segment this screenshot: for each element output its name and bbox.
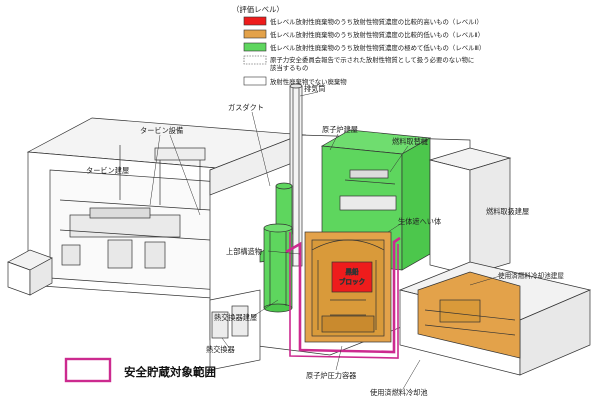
label-bio-shield: 生体遮へい体 (398, 217, 441, 226)
leader-upper-structure (267, 250, 301, 255)
leader-heat-exchanger-building (251, 299, 279, 318)
heat-exchanger-column (263, 223, 293, 313)
safe-storage-label: 安全貯蔵対象範囲 (124, 365, 216, 379)
legend-item-level3: 低レベル放射性廃棄物のうち放射性物質濃度の極めて低いもの（レベルⅢ） (243, 42, 485, 52)
legend-text-level2: 低レベル放射性廃棄物のうち放射性物質濃度の比較的低いもの（レベルⅡ） (270, 30, 484, 39)
spent-fuel-pool-building (398, 261, 592, 376)
leader-spent-fuel-pool (402, 359, 421, 390)
leader-gas-duct (251, 111, 271, 187)
legend-swatch-white (243, 76, 267, 86)
label-pressure-vessel: 原子炉圧力容器 (306, 371, 356, 380)
label-fuel-exchanger: 燃料取替機 (392, 137, 428, 146)
label-reactor-building: 原子炉建屋 (322, 125, 358, 134)
label-gas-duct: ガスダクト (228, 103, 264, 112)
label-spent-fuel-pool: 使用済燃料冷却池 (370, 388, 428, 397)
evaluation-level-legend: （評価レベル） 低レベル放射性廃棄物のうち放射性物質濃度の比較的高いもの（レベル… (232, 5, 485, 86)
graphite-core-block: 黒鉛 ブロック (331, 261, 373, 293)
leader-bio-shield (387, 220, 406, 233)
core-block-text-2: ブロック (339, 277, 365, 286)
safe-storage-legend: 安全貯蔵対象範囲 (64, 357, 216, 383)
legend-swatch-red (243, 16, 267, 26)
label-turbine-equipment: タービン設備 (140, 126, 183, 135)
legend-title: （評価レベル） (232, 5, 284, 14)
leader-reactor-building (329, 133, 339, 151)
legend-swatch-dotted (243, 55, 267, 65)
legend-swatch-green (243, 42, 267, 52)
label-heat-exchanger-building: 熱交換器建屋 (214, 313, 257, 322)
exhaust-stack (289, 83, 303, 267)
label-turbine-building: タービン建屋 (86, 166, 129, 175)
label-exhaust-stack: 排気筒 (304, 84, 326, 93)
legend-swatch-orange (243, 29, 267, 39)
leader-heat-exchanger (221, 337, 231, 350)
label-texts: 排気筒 ガスダクト タービン設備 タービン建屋 原子炉建屋 燃料取替機 生体遮へ… (86, 84, 564, 397)
legend-item-level1: 低レベル放射性廃棄物のうち放射性物質濃度の比較的高いもの（レベルⅠ） (243, 16, 483, 26)
safe-storage-boundary (285, 232, 401, 359)
legend-item-nonradioactive: 放射性廃棄物でない廃棄物 (243, 76, 347, 86)
plant-structure: 黒鉛 ブロック (7, 83, 592, 376)
leader-exhaust-stack (299, 91, 319, 97)
core-block-text-1: 黒鉛 (345, 267, 359, 276)
legend-item-level2: 低レベル放射性廃棄物のうち放射性物質濃度の比較的低いもの（レベルⅡ） (243, 29, 484, 39)
label-heat-exchanger: 熱交換器 (206, 345, 235, 354)
label-fuel-handling-building: 燃料取扱建屋 (486, 207, 529, 216)
component-labels (149, 91, 501, 390)
heat-exchanger-building (209, 289, 261, 371)
legend-text-clearance: 原子力安全委員会報告で示された放射性物質として扱う必要のない物に 該当するもの (270, 55, 476, 72)
safe-storage-swatch (64, 357, 112, 383)
leader-pressure-vessel (335, 345, 343, 371)
leader-spent-fuel-pool-building (469, 275, 501, 286)
legend-text-clearance-line2: 該当するもの (270, 63, 308, 72)
label-upper-structure: 上部構造物 (226, 247, 262, 256)
leader-turbine-equipment-1 (149, 134, 161, 206)
fuel-handling-building (428, 147, 512, 276)
turbine-building (26, 117, 307, 301)
legend-text-level3: 低レベル放射性廃棄物のうち放射性物質濃度の極めて低いもの（レベルⅢ） (270, 43, 485, 52)
legend-text-level1: 低レベル放射性廃棄物のうち放射性物質濃度の比較的高いもの（レベルⅠ） (270, 17, 483, 26)
leader-fuel-exchanger (389, 145, 409, 173)
label-spent-fuel-pool-building: 使用済燃料冷却池建屋 (498, 271, 564, 280)
auxiliary-block (7, 249, 53, 296)
leader-turbine-equipment-2 (169, 134, 201, 216)
legend-text-nonradioactive: 放射性廃棄物でない廃棄物 (270, 77, 347, 86)
legend-item-clearance: 原子力安全委員会報告で示された放射性物質として扱う必要のない物に 該当するもの (243, 55, 476, 72)
legend-text-clearance-line1: 原子力安全委員会報告で示された放射性物質として扱う必要のない物に (270, 55, 474, 64)
